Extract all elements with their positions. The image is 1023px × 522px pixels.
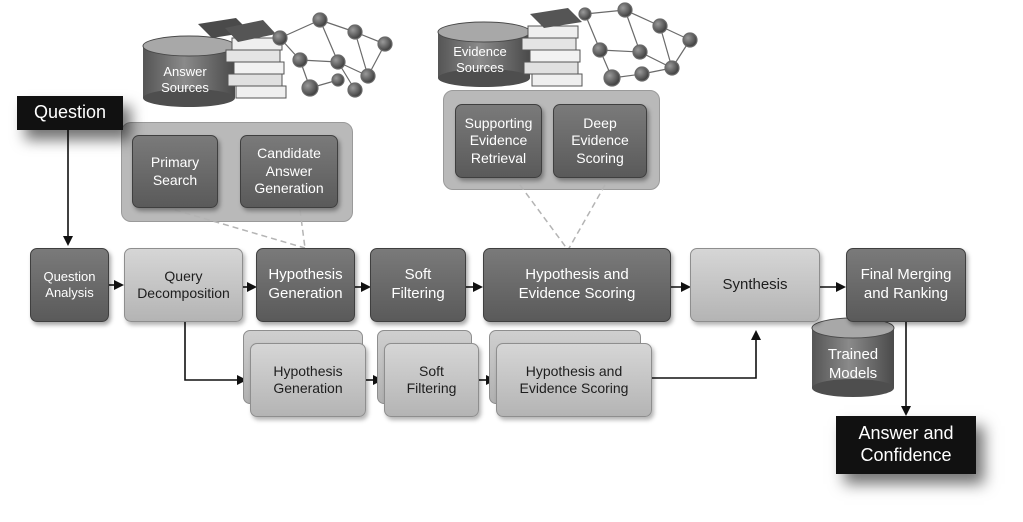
soft-filtering-box: Soft Filtering: [370, 248, 466, 322]
evidence-sources-database-icon: [437, 21, 531, 87]
evidence-knowledge-graph-icon: [578, 2, 698, 87]
final-merging-ranking-box: Final Merging and Ranking: [846, 248, 966, 322]
answer-confidence-box: Answer and Confidence: [836, 416, 976, 474]
parallel-hypothesis-evidence-scoring-box: Hypothesis and Evidence Scoring: [496, 343, 652, 417]
trained-models-label: Trained Models: [827, 346, 879, 382]
answer-sources-label: Answer Sources: [161, 64, 209, 96]
primary-search-box: Primary Search: [132, 135, 218, 208]
answer-knowledge-graph-icon: [272, 12, 393, 98]
parallel-soft-filtering-box: Soft Filtering: [384, 343, 479, 417]
question-analysis-box: Question Analysis: [30, 248, 109, 322]
query-decomposition-box: Query Decomposition: [124, 248, 243, 322]
candidate-answer-generation-box: Candidate Answer Generation: [240, 135, 338, 208]
callout-lines: [174, 184, 606, 251]
hypothesis-generation-box: Hypothesis Generation: [256, 248, 355, 322]
answer-sources-database-icon: [142, 35, 236, 107]
synthesis-box: Synthesis: [690, 248, 820, 322]
flow-arrows: [63, 130, 911, 416]
hypothesis-evidence-scoring-box: Hypothesis and Evidence Scoring: [483, 248, 671, 322]
evidence-books-icon: [521, 8, 583, 87]
answer-books-icon: [198, 18, 287, 99]
evidence-sources-label: Evidence Sources: [453, 44, 507, 76]
deep-evidence-scoring-box: Deep Evidence Scoring: [553, 104, 647, 178]
supporting-evidence-retrieval-box: Supporting Evidence Retrieval: [455, 104, 542, 178]
question-box: Question: [17, 96, 123, 130]
parallel-hypothesis-generation-box: Hypothesis Generation: [250, 343, 366, 417]
